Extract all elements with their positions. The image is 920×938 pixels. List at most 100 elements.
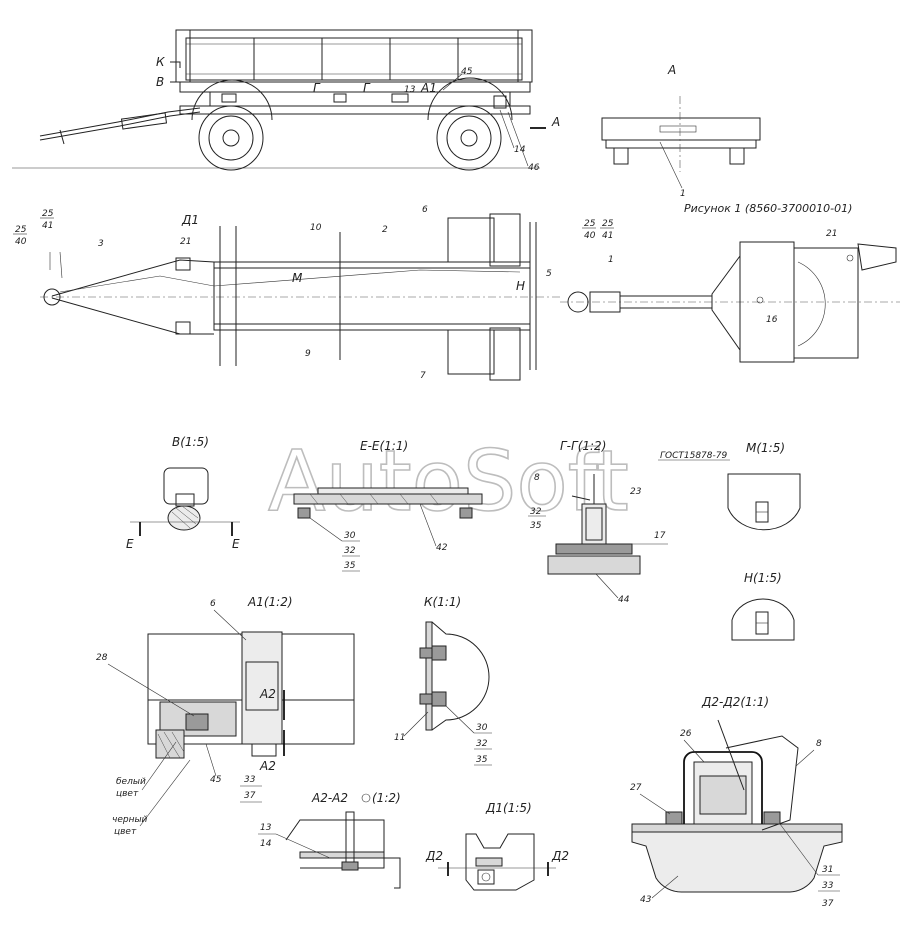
svg-text:Е: Е bbox=[232, 537, 240, 551]
svg-text:33: 33 bbox=[244, 775, 256, 785]
mark-g2: Г bbox=[363, 81, 371, 95]
view-a1-title: А1(1:2) bbox=[247, 595, 293, 609]
svg-text:25: 25 bbox=[584, 219, 596, 229]
section-gg-title: Г-Г(1:2) bbox=[560, 439, 606, 453]
svg-text:11: 11 bbox=[394, 733, 405, 743]
svg-text:46: 46 bbox=[528, 163, 540, 173]
svg-text:25: 25 bbox=[15, 225, 27, 235]
svg-text:27: 27 bbox=[630, 783, 642, 793]
svg-text:33: 33 bbox=[822, 881, 834, 891]
svg-text:1: 1 bbox=[608, 255, 614, 265]
svg-text:6: 6 bbox=[422, 205, 428, 215]
section-a2-title: А2-А2 bbox=[311, 791, 348, 805]
svg-text:14: 14 bbox=[260, 839, 272, 849]
mark-a1: А1 bbox=[420, 81, 437, 95]
svg-text:А2: А2 bbox=[259, 687, 276, 701]
view-v: В(1:5) Е Е bbox=[126, 435, 240, 551]
mark-g1: Г bbox=[313, 81, 321, 95]
svg-text:25: 25 bbox=[42, 209, 54, 219]
svg-text:28: 28 bbox=[96, 653, 108, 663]
trailer-side-view: К В Г Г А1 А 13 45 14 46 bbox=[12, 29, 560, 173]
view-n: Н(1:5) bbox=[731, 571, 795, 641]
svg-text:21: 21 bbox=[826, 229, 837, 239]
svg-text:цвет: цвет bbox=[114, 827, 137, 837]
mark-m: М bbox=[292, 271, 303, 285]
svg-text:Д2: Д2 bbox=[425, 849, 443, 863]
svg-text:30: 30 bbox=[476, 723, 488, 733]
note-black: черный bbox=[112, 815, 148, 825]
svg-text:23: 23 bbox=[630, 487, 642, 497]
svg-text:21: 21 bbox=[180, 237, 191, 247]
svg-text:2: 2 bbox=[382, 225, 388, 235]
svg-text:31: 31 bbox=[822, 865, 833, 875]
svg-text:41: 41 bbox=[602, 231, 613, 241]
section-g-g: Г-Г(1:2) 8 23 32 35 17 44 bbox=[528, 439, 668, 605]
view-a-title: А bbox=[667, 63, 676, 77]
view-a-rear: А 1 Рисунок 1 (8560-3700010-01) bbox=[601, 63, 852, 215]
svg-text:45: 45 bbox=[461, 67, 473, 77]
svg-text:8: 8 bbox=[816, 739, 822, 749]
mark-d1: Д1 bbox=[181, 213, 199, 227]
view-d2-title: Д2-Д2(1:1) bbox=[701, 695, 769, 709]
view-d1: Д1(1:5) Д2 Д2 bbox=[425, 801, 569, 891]
svg-text:40: 40 bbox=[584, 231, 596, 241]
svg-text:13: 13 bbox=[260, 823, 272, 833]
view-d2-d2: Д2-Д2(1:1) 26 8 27 31 33 37 43 bbox=[630, 695, 843, 909]
svg-text:43: 43 bbox=[640, 895, 652, 905]
svg-text:26: 26 bbox=[680, 729, 692, 739]
svg-text:40: 40 bbox=[15, 237, 27, 247]
svg-text:35: 35 bbox=[530, 521, 542, 531]
svg-text:35: 35 bbox=[476, 755, 488, 765]
svg-text:3: 3 bbox=[98, 239, 104, 249]
view-v-title: В(1:5) bbox=[172, 435, 209, 449]
mark-a-side: А bbox=[551, 115, 560, 129]
svg-text:16: 16 bbox=[766, 315, 778, 325]
svg-text:32: 32 bbox=[476, 739, 488, 749]
svg-text:17: 17 bbox=[654, 531, 666, 541]
svg-text:А2: А2 bbox=[259, 759, 276, 773]
view-k: К(1:1) 11 30 32 35 bbox=[394, 595, 492, 766]
svg-text:35: 35 bbox=[344, 561, 356, 571]
svg-text:32: 32 bbox=[530, 507, 542, 517]
view-a1: А1(1:2) 6 28 А2 А2 45 33 37 белый цвет ч… bbox=[96, 595, 355, 837]
section-a2-a2: А2-А2 (1:2) 13 14 bbox=[258, 791, 401, 889]
watermark: AutoSoft bbox=[268, 432, 629, 530]
section-e-e: Е-Е(1:1) 30 32 35 42 bbox=[293, 439, 483, 572]
svg-text:6: 6 bbox=[210, 599, 216, 609]
svg-text:30: 30 bbox=[344, 531, 356, 541]
view-d1-title: Д1(1:5) bbox=[485, 801, 532, 815]
svg-text:1: 1 bbox=[680, 189, 686, 199]
figure-caption: Рисунок 1 (8560-3700010-01) bbox=[684, 202, 852, 215]
svg-text:7: 7 bbox=[420, 371, 426, 381]
svg-text:37: 37 bbox=[822, 899, 834, 909]
mark-n: Н bbox=[516, 279, 525, 293]
svg-text:14: 14 bbox=[514, 145, 526, 155]
svg-text:42: 42 bbox=[436, 543, 448, 553]
svg-text:37: 37 bbox=[244, 791, 256, 801]
drawbar-detail-plan: 25 40 25 41 1 16 21 bbox=[560, 219, 900, 363]
svg-text:13: 13 bbox=[404, 85, 416, 95]
svg-text:25: 25 bbox=[602, 219, 614, 229]
view-n-title: Н(1:5) bbox=[744, 571, 782, 585]
svg-text:Д2: Д2 bbox=[551, 849, 569, 863]
standard-ref: ГОСТ15878-79 bbox=[660, 451, 727, 461]
svg-text:32: 32 bbox=[344, 546, 356, 556]
svg-text:Е: Е bbox=[126, 537, 134, 551]
svg-text:45: 45 bbox=[210, 775, 222, 785]
view-m: ГОСТ15878-79 М(1:5) bbox=[658, 441, 801, 531]
svg-text:41: 41 bbox=[42, 221, 53, 231]
svg-text:5: 5 bbox=[546, 269, 552, 279]
mark-k: К bbox=[156, 55, 165, 69]
svg-text:8: 8 bbox=[534, 473, 540, 483]
section-ee-title: Е-Е(1:1) bbox=[360, 439, 408, 453]
mark-v: В bbox=[156, 75, 164, 89]
svg-text:10: 10 bbox=[310, 223, 322, 233]
trailer-plan-view: 25 41 25 40 3 21 10 2 6 5 9 7 Д1 М Н bbox=[13, 205, 560, 381]
view-m-title: М(1:5) bbox=[746, 441, 785, 455]
svg-text:цвет: цвет bbox=[116, 789, 139, 799]
note-white: белый bbox=[116, 777, 146, 787]
svg-text:9: 9 bbox=[305, 349, 311, 359]
view-k-title: К(1:1) bbox=[424, 595, 461, 609]
